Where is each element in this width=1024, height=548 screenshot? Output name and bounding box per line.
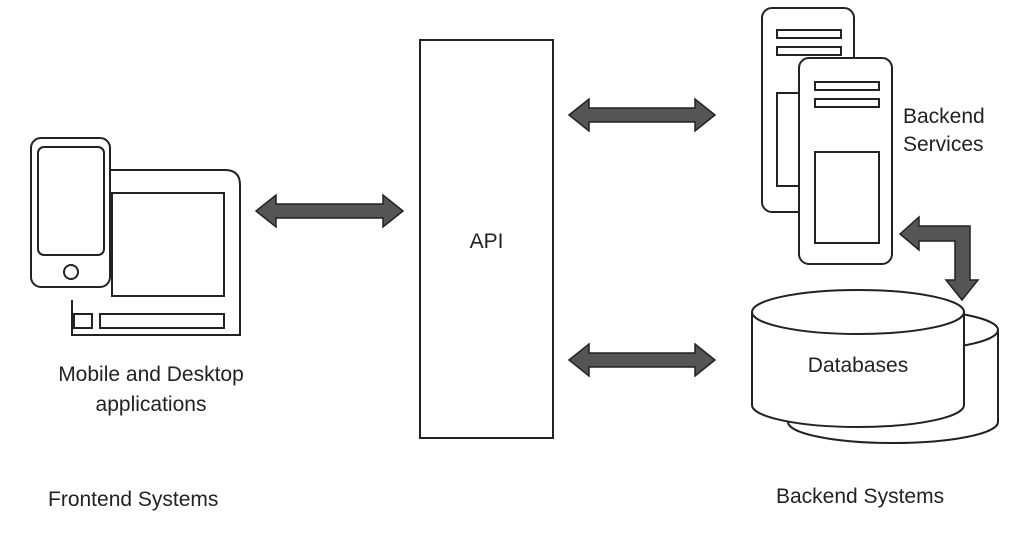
databases-label: Databases: [807, 354, 909, 377]
server-icon-front: [798, 57, 893, 265]
backend-services-label-line1: Backend: [903, 105, 985, 128]
backend-systems-label: Backend Systems: [776, 485, 945, 508]
double-arrow-icon-frontend-api: [254, 193, 405, 229]
double-arrow-icon-api-services: [567, 97, 717, 133]
frontend-systems-label: Frontend Systems: [48, 488, 219, 511]
api-box: [419, 39, 554, 439]
double-arrow-icon-api-databases: [567, 342, 717, 378]
mobile-phone-icon: [30, 137, 111, 288]
elbow-arrow-icon-services-databases: [898, 215, 980, 302]
database-icon: [751, 289, 999, 444]
desktop-computer-icon: [71, 169, 241, 336]
frontend-apps-label-line1: Mobile and Desktop: [58, 363, 244, 386]
backend-services-label-line2: Services: [903, 133, 984, 156]
api-label: API: [469, 230, 504, 253]
frontend-apps-label-line2: applications: [95, 393, 207, 416]
